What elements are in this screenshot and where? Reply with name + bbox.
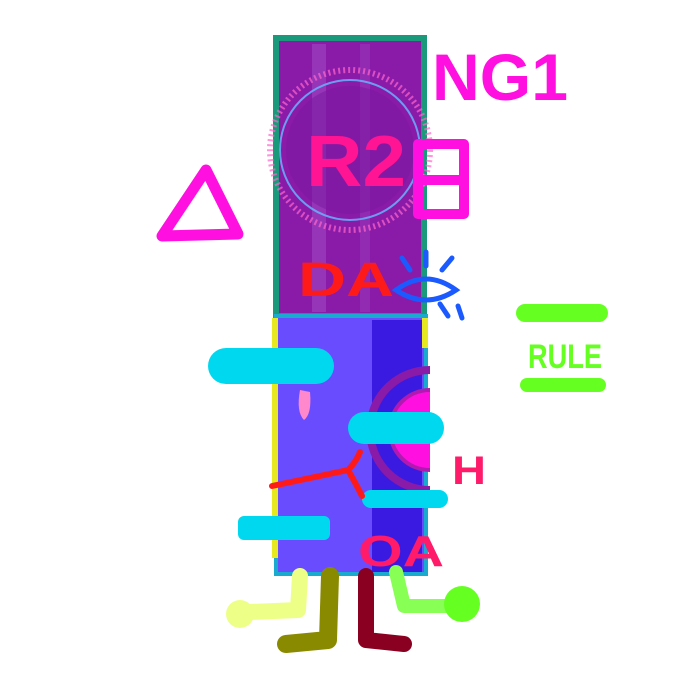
cyan-bar-1 <box>208 348 334 384</box>
lower-panel-yellow-trim-left <box>272 318 278 558</box>
rule-badge-label: RULE <box>528 338 602 376</box>
center-scrawl: R2 <box>306 122 406 202</box>
cyan-bar-3 <box>362 490 448 508</box>
leg-right-light <box>389 565 459 613</box>
left-arm <box>269 449 365 499</box>
upper-face-text: DA <box>298 254 394 307</box>
leg-right-dark <box>358 568 412 652</box>
eye-icon <box>391 249 465 321</box>
triangle-outline-icon <box>156 164 244 242</box>
rule-badge: RULE <box>516 304 608 392</box>
lower-panel-yellow-trim-right <box>422 318 428 348</box>
leg-mid <box>277 567 339 653</box>
pink-drop-icon <box>298 390 311 420</box>
radial-dial-icon <box>267 67 433 233</box>
foot-right <box>444 586 480 622</box>
legs <box>226 565 480 653</box>
cyan-bar-2 <box>348 412 444 444</box>
cyan-bar-4 <box>238 516 330 540</box>
top-right-scrawl: NG1 <box>432 40 568 114</box>
foot-left <box>226 600 254 628</box>
small-letter: H <box>452 449 486 493</box>
magenta-box-glyph <box>413 139 469 219</box>
leg-left <box>242 568 308 620</box>
